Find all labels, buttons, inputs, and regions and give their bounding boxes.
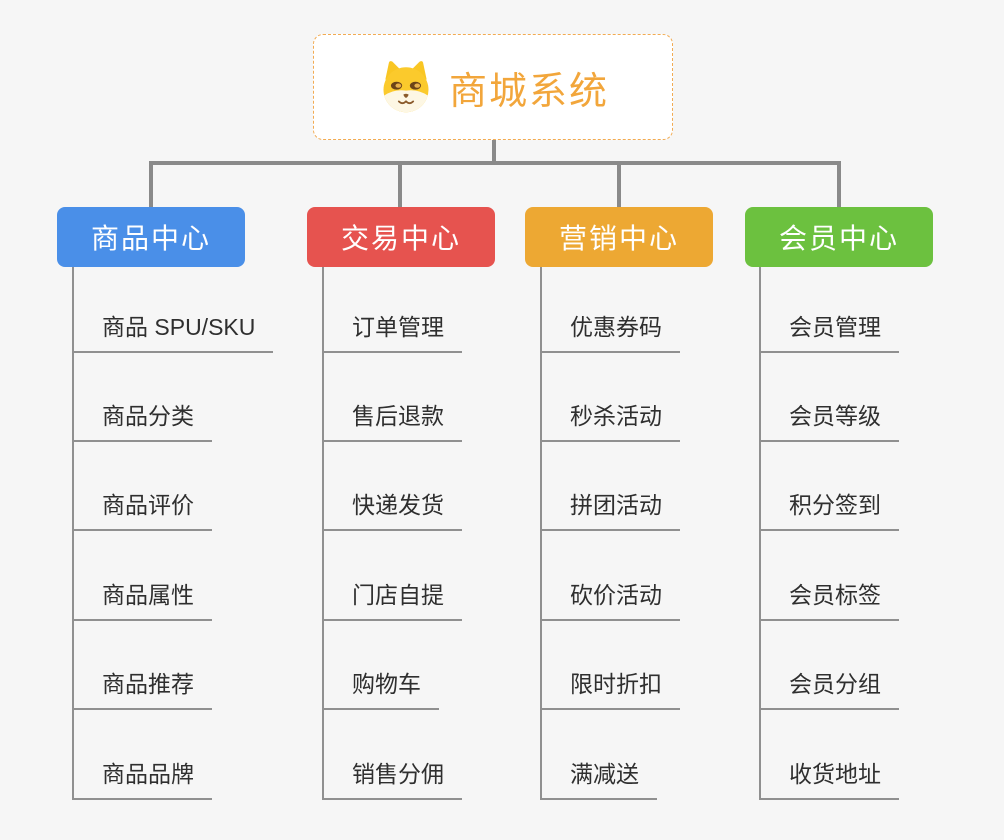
child-topic[interactable]: 商品评价: [72, 486, 212, 531]
child-topic[interactable]: 快递发货: [322, 486, 462, 531]
connector-bus: [149, 161, 841, 165]
connector-root-drop: [492, 140, 496, 165]
child-topic[interactable]: 销售分佣: [322, 755, 462, 800]
child-topic[interactable]: 会员标签: [759, 576, 899, 621]
connector-branch-drop: [617, 163, 621, 207]
connector-branch-drop: [837, 163, 841, 207]
branch-node-member-center[interactable]: 会员中心: [745, 207, 933, 267]
connector-spine: [540, 267, 542, 800]
child-topic[interactable]: 购物车: [322, 665, 439, 710]
child-topic[interactable]: 满减送: [540, 755, 657, 800]
child-topic[interactable]: 商品品牌: [72, 755, 212, 800]
child-topic[interactable]: 商品 SPU/SKU: [72, 308, 274, 353]
child-topic[interactable]: 收货地址: [759, 755, 899, 800]
connector-spine: [72, 267, 74, 800]
branch-node-trade-center[interactable]: 交易中心: [307, 207, 495, 267]
child-topic[interactable]: 会员等级: [759, 397, 899, 442]
child-topic[interactable]: 砍价活动: [540, 576, 680, 621]
child-topic[interactable]: 售后退款: [322, 397, 462, 442]
connector-spine: [759, 267, 761, 800]
child-topic[interactable]: 优惠券码: [540, 308, 680, 353]
connector-branch-drop: [398, 163, 402, 207]
child-topic[interactable]: 秒杀活动: [540, 397, 680, 442]
child-topic[interactable]: 限时折扣: [540, 665, 680, 710]
child-topic[interactable]: 商品推荐: [72, 665, 212, 710]
child-topic[interactable]: 商品属性: [72, 576, 212, 621]
branch-node-product-center[interactable]: 商品中心: [57, 207, 245, 267]
root-title: 商城系统: [448, 70, 609, 113]
child-topic[interactable]: 门店自提: [322, 576, 462, 621]
connector-branch-drop: [149, 163, 153, 207]
connector-spine: [322, 267, 324, 800]
child-topic[interactable]: 会员管理: [759, 308, 899, 353]
child-topic[interactable]: 订单管理: [322, 308, 462, 353]
child-topic[interactable]: 商品分类: [72, 397, 212, 442]
branch-node-marketing-center[interactable]: 营销中心: [525, 207, 713, 267]
shiba-dog-icon: [377, 60, 435, 114]
child-topic[interactable]: 积分签到: [759, 486, 899, 531]
root-node[interactable]: 商城系统: [313, 34, 673, 140]
child-topic[interactable]: 会员分组: [759, 665, 899, 710]
child-topic[interactable]: 拼团活动: [540, 486, 680, 531]
